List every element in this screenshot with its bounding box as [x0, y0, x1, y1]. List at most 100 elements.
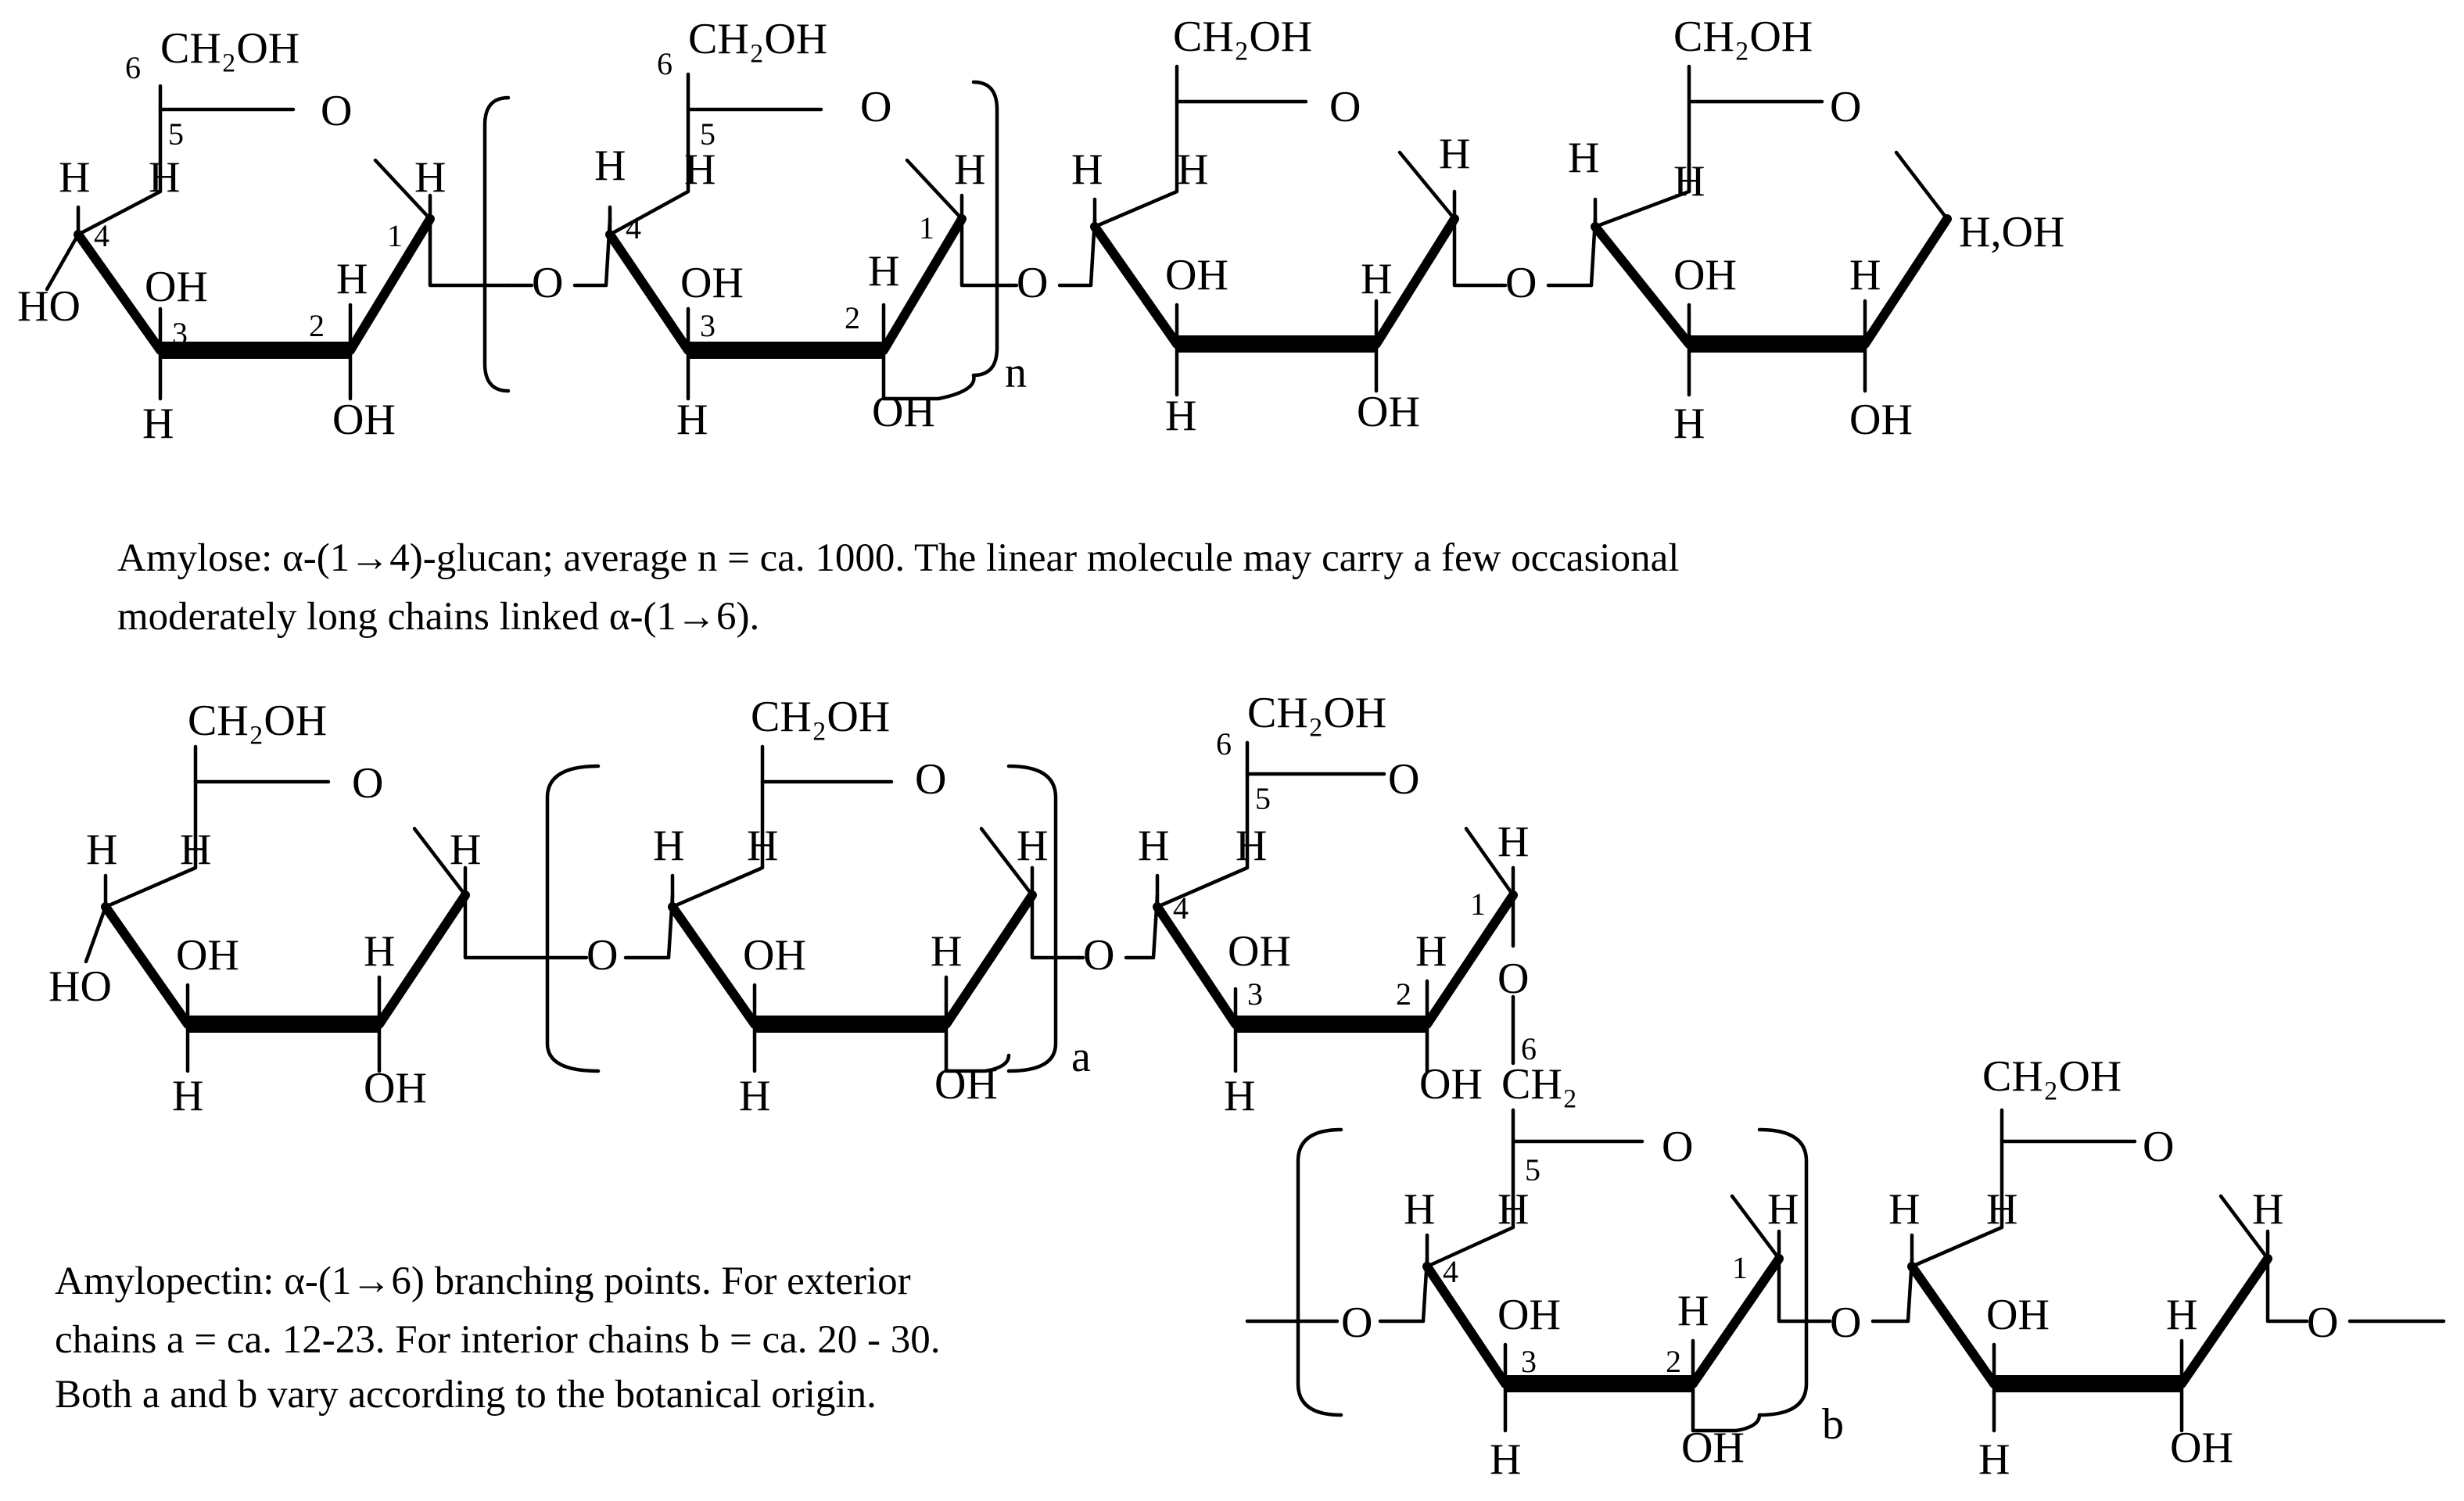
amylopectin-caption-line-1: Amylopectin: α-(1→6) branching points. F…: [55, 1259, 911, 1303]
bridge-oxygen-label: O: [532, 259, 563, 307]
h-label: H: [1165, 392, 1196, 440]
repeat-count-label: b: [1822, 1400, 1844, 1449]
h-label: H: [747, 822, 778, 870]
bridge-oxygen-label: O: [1505, 259, 1537, 307]
position-number: 2: [1396, 976, 1411, 1012]
h-label: H: [1497, 1185, 1529, 1234]
ch2oh-label: CH₂OH: [1247, 689, 1386, 737]
h-label: H: [1236, 822, 1267, 870]
bridge-oxygen-label: O: [1083, 931, 1114, 980]
glucose-ring: CH₂OH O H H H HO OH H H OH: [48, 697, 550, 1120]
ch2oh-label: CH₂OH: [1173, 13, 1312, 61]
ring-oxygen-label: O: [1662, 1123, 1693, 1171]
ring-oxygen-label: O: [860, 83, 891, 131]
oh-label: OH: [1357, 388, 1420, 436]
h-label: H: [1177, 145, 1208, 194]
h-label: H: [450, 826, 481, 874]
h-label: H: [739, 1072, 770, 1120]
h-label: H: [1568, 134, 1599, 182]
glucose-ring: O CH₂OH O H H H OH H O H OH: [1820, 1052, 2446, 1484]
h-label: H: [414, 153, 446, 202]
h-label: H: [868, 247, 899, 296]
h-oh-label: H,OH: [1959, 208, 2064, 256]
position-number: 2: [845, 300, 860, 335]
position-number: 4: [94, 218, 109, 253]
position-number: 6: [657, 46, 672, 81]
ring-oxygen-label: O: [915, 755, 946, 804]
bridge-oxygen-label: O: [1830, 1299, 1861, 1347]
oh-label: OH: [934, 1060, 998, 1109]
amylose-caption-line-1: Amylose: α-(1→4)-glucan; average n = ca.…: [117, 536, 1679, 580]
h-label: H: [172, 1072, 203, 1120]
glucose-ring: CH₂OH 6 5 O H H H 4 1 HO OH 3 H 2 H OH: [17, 24, 511, 448]
repeat-unit-b: O O 5 H H H 4 1 OH 3 H 2 H OH b: [1245, 1108, 1844, 1484]
h-label: H: [1978, 1435, 2010, 1484]
ch2-label: CH₂: [1501, 1060, 1577, 1109]
repeat-unit-a: O CH₂OH O H H H OH H H OH a: [545, 693, 1091, 1120]
h-label: H: [684, 145, 716, 194]
position-number: 3: [1247, 976, 1263, 1012]
h-label: H: [1497, 818, 1529, 866]
h-label: H: [1888, 1185, 1920, 1234]
oh-label: OH: [680, 259, 744, 307]
amylose-caption-line-2: moderately long chains linked α-(1→6).: [117, 595, 759, 639]
position-number: 5: [700, 116, 716, 152]
oh-label: OH: [743, 931, 806, 980]
h-label: H: [1767, 1185, 1799, 1234]
ho-label: HO: [48, 962, 112, 1011]
position-number: 5: [168, 116, 184, 152]
glucose-ring: O CH₂OH 6 5 O H H H 4 1 OH 3 H 2 O H OH …: [1077, 689, 1577, 1120]
position-number: 3: [700, 308, 716, 343]
position-number: 2: [309, 308, 325, 343]
oh-label: OH: [1681, 1424, 1745, 1472]
position-number: 3: [172, 316, 188, 351]
position-number: 6: [1216, 726, 1232, 761]
h-label: H: [1490, 1435, 1521, 1484]
position-number: 1: [387, 218, 403, 253]
oh-label: OH: [872, 388, 935, 436]
h-label: H: [676, 396, 708, 444]
h-label: H: [364, 927, 395, 976]
ch2oh-label: CH₂OH: [188, 697, 327, 745]
h-label: H: [1673, 157, 1705, 206]
repeat-count-label: a: [1071, 1033, 1091, 1081]
oh-label: OH: [145, 263, 208, 311]
h-label: H: [1439, 130, 1470, 178]
oh-label: OH: [1228, 927, 1291, 976]
h-label: H: [2166, 1291, 2197, 1339]
oh-label: OH: [1986, 1291, 2050, 1339]
oh-label: OH: [332, 396, 396, 444]
oh-label: OH: [1419, 1060, 1483, 1109]
h-label: H: [149, 153, 180, 202]
h-label: H: [954, 145, 985, 194]
position-number: 6: [125, 50, 141, 85]
ch2oh-label: CH₂OH: [751, 693, 890, 741]
ring-oxygen-label: O: [1388, 755, 1419, 804]
ring-oxygen-label: O: [1329, 83, 1361, 131]
amylopectin-structure: CH₂OH O H H H HO OH H H OH O CH₂OH O H H…: [48, 689, 2446, 1484]
h-label: H: [1017, 822, 1048, 870]
h-label: H: [59, 153, 90, 202]
oh-label: OH: [1673, 251, 1737, 299]
bridge-oxygen-label: O: [1341, 1299, 1372, 1347]
ring-oxygen-label: O: [352, 759, 383, 808]
h-label: H: [1673, 399, 1705, 448]
amylose-structure: CH₂OH 6 5 O H H H 4 1 HO OH 3 H 2 H OH O: [17, 13, 2064, 448]
ho-label: HO: [17, 282, 81, 331]
position-number: 4: [1443, 1254, 1458, 1289]
oh-label: OH: [1497, 1291, 1561, 1339]
position-number: 3: [1521, 1344, 1537, 1379]
position-number: 1: [919, 210, 934, 245]
bridge-oxygen-label: O: [586, 931, 618, 980]
position-number: 2: [1666, 1344, 1681, 1379]
h-label: H: [1986, 1185, 2017, 1234]
h-label: H: [1404, 1185, 1435, 1234]
position-number: 5: [1255, 781, 1271, 816]
position-number: 5: [1525, 1152, 1540, 1188]
ch2oh-label: CH₂OH: [688, 15, 827, 63]
oh-label: OH: [1849, 396, 1913, 444]
oh-label: OH: [1165, 251, 1228, 299]
h-label: H: [1071, 145, 1103, 194]
ring-oxygen-label: O: [1830, 83, 1861, 131]
